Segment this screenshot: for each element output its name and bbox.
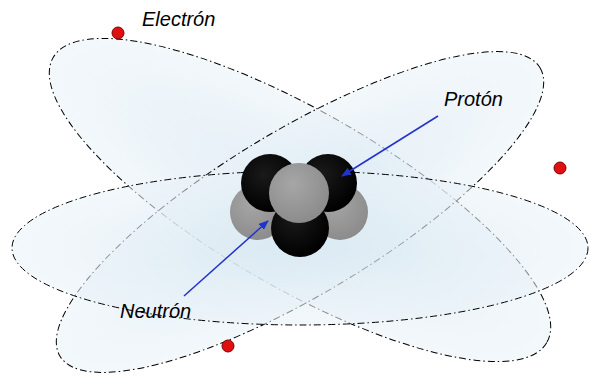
part-label: Electrón <box>142 8 215 31</box>
part-label: Neutrón <box>120 300 191 323</box>
leader-arrow <box>184 116 438 296</box>
nucleus <box>230 154 368 257</box>
orbit <box>9 0 590 387</box>
part-label: Protón <box>444 88 503 111</box>
electron-dot <box>112 27 566 352</box>
